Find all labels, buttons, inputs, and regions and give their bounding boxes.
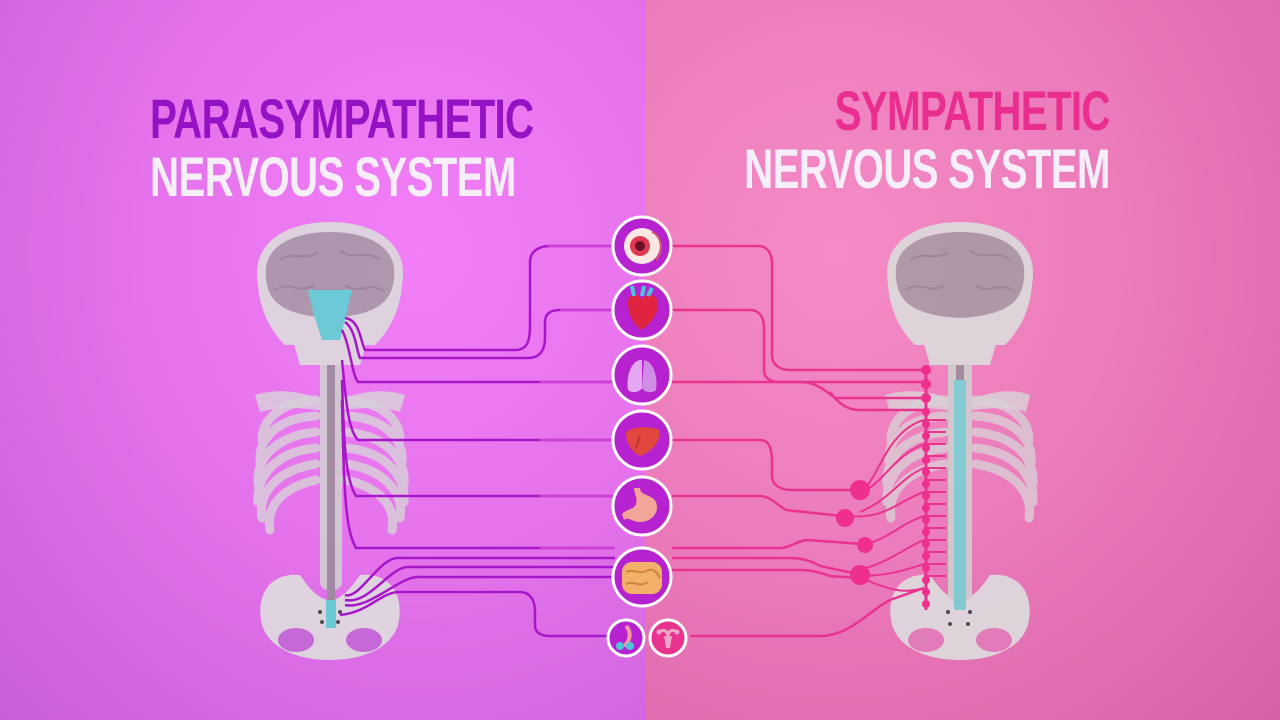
sympathetic-title-line1: SYMPATHETIC [834, 79, 1111, 142]
parasympathetic-title-line1: PARASYMPATHETIC [150, 87, 534, 150]
parasympathetic-title-line2: NERVOUS SYSTEM [150, 145, 516, 208]
female-reproductive-icon [648, 618, 688, 658]
left-brain [265, 232, 395, 318]
intestines-icon [611, 546, 673, 608]
left-skeleton [253, 222, 409, 660]
parasympathetic-title: PARASYMPATHETIC NERVOUS SYSTEM [150, 87, 534, 208]
heart-icon [611, 279, 673, 341]
liver-icon [611, 409, 673, 471]
sympathetic-title-line2: NERVOUS SYSTEM [744, 137, 1110, 200]
stomach-icon [611, 475, 673, 537]
sympathetic-title: SYMPATHETIC NERVOUS SYSTEM [744, 82, 1110, 198]
eye-icon [611, 215, 673, 277]
sympathetic-chain-ganglia [921, 365, 931, 608]
sympathetic-nerves [672, 244, 925, 638]
organ-icons [606, 215, 688, 658]
collateral-ganglia [836, 480, 873, 585]
lungs-icon [611, 344, 673, 406]
parasympathetic-nerves-light [540, 245, 615, 549]
left-brainstem [308, 290, 352, 340]
male-reproductive-icon [606, 618, 646, 658]
parasympathetic-nerves [339, 244, 615, 638]
right-brain [895, 232, 1025, 318]
sympathetic-chain-fibers [847, 370, 946, 610]
